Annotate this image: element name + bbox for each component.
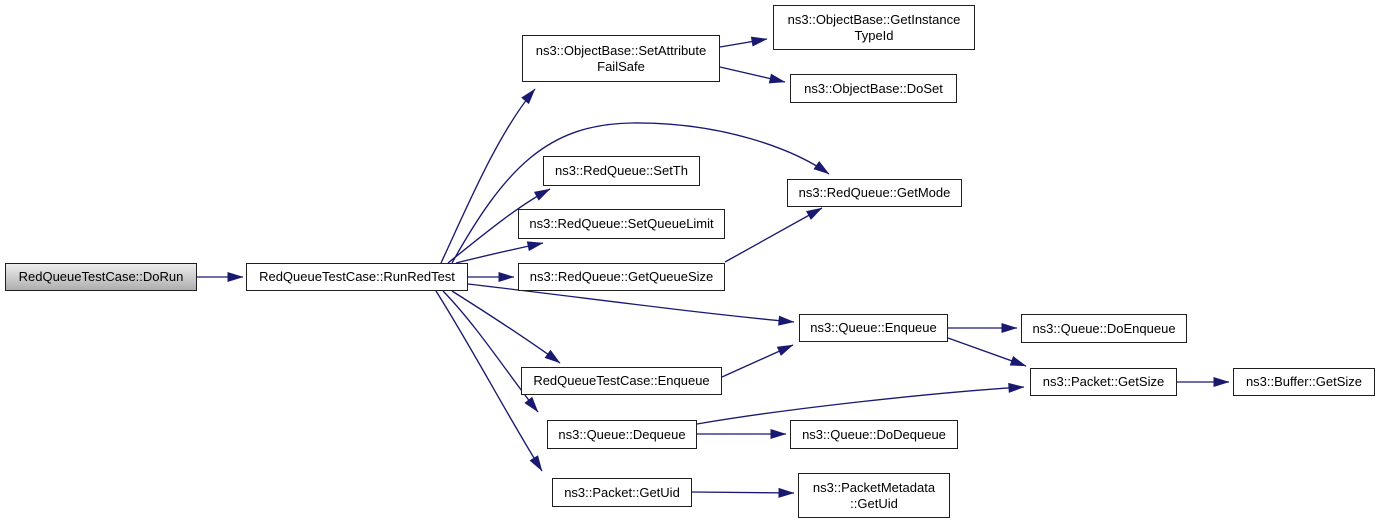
node-label: ns3::Queue::DoDequeue (802, 426, 946, 442)
edge-getqueuesize-getmode (724, 207, 823, 263)
node-setth[interactable]: ns3::RedQueue::SetTh (543, 156, 700, 186)
edge-runredtest-setth (447, 188, 551, 264)
node-label: TypeId (854, 27, 894, 43)
node-buffer-getsize[interactable]: ns3::Buffer::GetSize (1233, 368, 1375, 396)
edge-runredtest-getmode (451, 122, 830, 264)
node-label: ns3::Queue::Enqueue (810, 320, 937, 335)
node-label: RedQueueTestCase::Enqueue (533, 373, 710, 388)
node-label: RedQueueTestCase::DoRun (18, 269, 184, 284)
node-label: ns3::Buffer::GetSize (1245, 374, 1363, 389)
node-label: ns3::ObjectBase::SetAttribute (535, 42, 707, 58)
edge-queue-dequeue-packet-getsize (696, 382, 1025, 425)
node-label: ::GetUid (850, 495, 898, 511)
node-label: ns3::RedQueue::GetQueueSize (529, 269, 714, 284)
node-packet-getuid[interactable]: ns3::Packet::GetUid (552, 478, 692, 507)
node-label: RedQueueTestCase::RunRedTest (259, 269, 455, 284)
edge-setattributefailsafe-doset (719, 66, 786, 84)
node-label: ns3::ObjectBase::GetInstance (787, 11, 961, 27)
node-getmode[interactable]: ns3::RedQueue::GetMode (787, 179, 962, 207)
node-label: ns3::RedQueue::GetMode (798, 185, 951, 200)
edge-packet-getuid-packetmetadata-getuid (691, 487, 795, 498)
node-queue-dequeue[interactable]: ns3::Queue::Dequeue (547, 420, 697, 449)
node-setqueuelimit[interactable]: ns3::RedQueue::SetQueueLimit (518, 209, 725, 239)
edge-queue-enqueue-packet-getsize (947, 337, 1027, 367)
edge-testcase-enqueue-queue-enqueue (721, 344, 794, 378)
node-label: ns3::RedQueue::SetTh (555, 163, 688, 178)
node-runredtest[interactable]: RedQueueTestCase::RunRedTest (246, 263, 468, 291)
node-doset[interactable]: ns3::ObjectBase::DoSet (790, 74, 957, 103)
node-getqueuesize[interactable]: ns3::RedQueue::GetQueueSize (518, 263, 725, 291)
node-getinstancetypeid[interactable]: ns3::ObjectBase::GetInstance TypeId (773, 5, 975, 50)
node-label: ns3::Queue::Dequeue (558, 426, 686, 442)
node-label: ns3::Packet::GetUid (564, 484, 680, 500)
node-label: FailSafe (597, 58, 645, 74)
node-queue-dodequeue[interactable]: ns3::Queue::DoDequeue (790, 420, 958, 449)
edge-runredtest-setattributefailsafe (440, 88, 536, 264)
node-label: ns3::Queue::DoEnqueue (1032, 320, 1176, 336)
edge-runredtest-packet-getuid (435, 290, 543, 472)
node-setattributefailsafe[interactable]: ns3::ObjectBase::SetAttribute FailSafe (522, 35, 720, 82)
edge-runredtest-queue-dequeue (442, 290, 539, 413)
edge-runredtest-queue-enqueue (467, 283, 795, 326)
edge-setattributefailsafe-getinstancetypeid (719, 36, 768, 48)
node-dorun: RedQueueTestCase::DoRun (5, 263, 197, 291)
edge-runredtest-testcase-enqueue (451, 290, 561, 364)
node-testcase-enqueue[interactable]: RedQueueTestCase::Enqueue (521, 367, 722, 395)
node-queue-doenqueue[interactable]: ns3::Queue::DoEnqueue (1021, 314, 1187, 343)
node-label: ns3::Packet::GetSize (1042, 374, 1165, 389)
node-packetmetadata-getuid[interactable]: ns3::PacketMetadata ::GetUid (798, 473, 950, 518)
node-queue-enqueue[interactable]: ns3::Queue::Enqueue (799, 314, 948, 342)
node-label: ns3::PacketMetadata (812, 479, 936, 495)
edge-runredtest-setqueuelimit (455, 241, 544, 264)
node-label: ns3::ObjectBase::DoSet (804, 80, 943, 96)
node-packet-getsize[interactable]: ns3::Packet::GetSize (1030, 368, 1177, 396)
node-label: ns3::RedQueue::SetQueueLimit (529, 216, 714, 231)
